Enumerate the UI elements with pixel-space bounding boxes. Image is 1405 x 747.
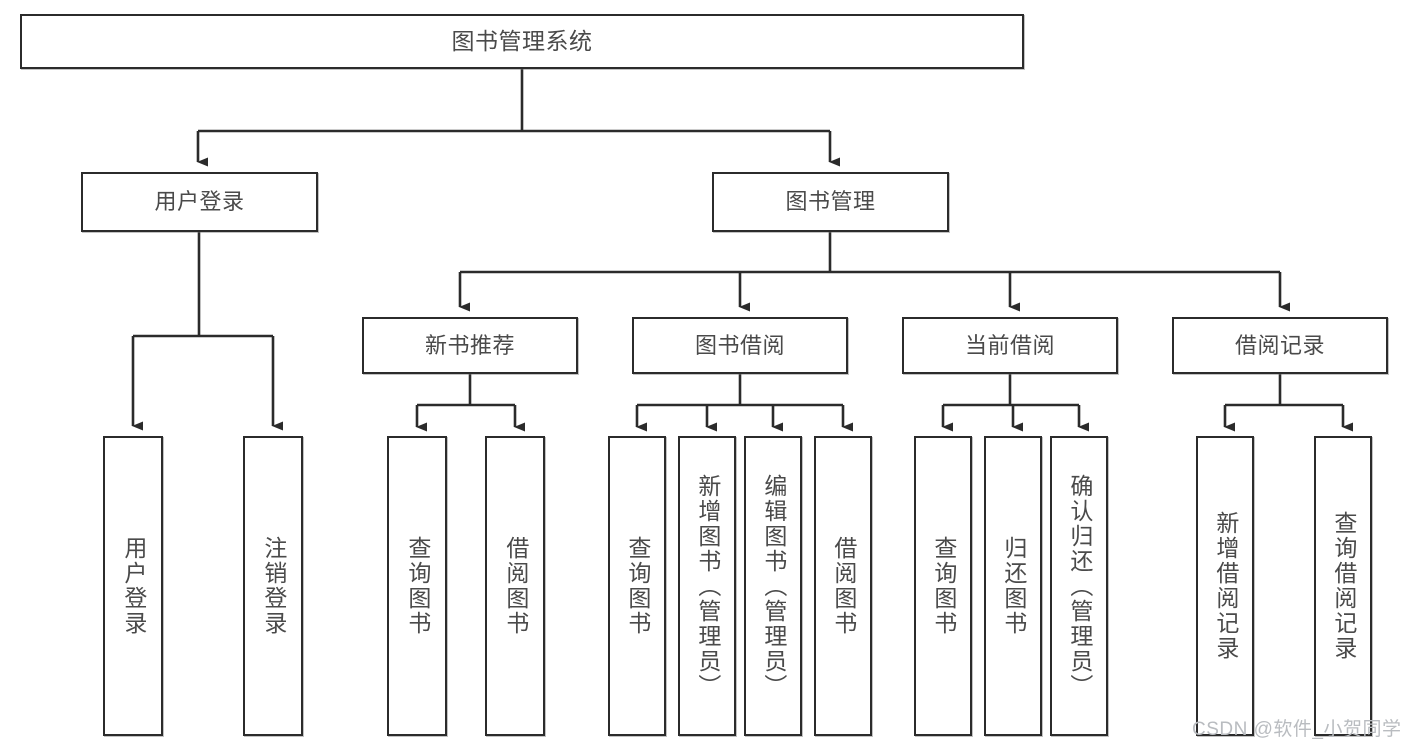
leaf-query-books-borrow-label: 查询图书 <box>624 536 651 636</box>
csdn-watermark: CSDN @软件_小贺同学 <box>1192 719 1402 740</box>
leaf-logout[interactable]: 注销登录 <box>243 436 303 736</box>
leaf-query-books-rec-label: 查询图书 <box>404 536 431 636</box>
node-book-management-label: 图书管理 <box>785 189 876 214</box>
node-current-borrow[interactable]: 当前借阅 <box>902 317 1118 374</box>
leaf-logout-label: 注销登录 <box>260 536 287 636</box>
node-new-book-recommend[interactable]: 新书推荐 <box>362 317 578 374</box>
leaf-return-books-label: 归还图书 <box>1000 536 1027 636</box>
node-current-borrow-label: 当前借阅 <box>964 332 1055 358</box>
leaf-confirm-return-admin[interactable]: 确认归还（管理员） <box>1050 436 1108 736</box>
leaf-borrow-books-borrow[interactable]: 借阅图书 <box>814 436 872 736</box>
node-new-book-recommend-label: 新书推荐 <box>424 332 515 358</box>
leaf-add-book-admin[interactable]: 新增图书（管理员） <box>678 436 736 736</box>
leaf-return-books[interactable]: 归还图书 <box>984 436 1042 736</box>
node-user-login[interactable]: 用户登录 <box>81 172 318 232</box>
leaf-borrow-books-borrow-label: 借阅图书 <box>830 536 857 636</box>
leaf-borrow-books-rec[interactable]: 借阅图书 <box>485 436 545 736</box>
leaf-user-login[interactable]: 用户登录 <box>103 436 163 736</box>
leaf-user-login-label: 用户登录 <box>120 536 147 636</box>
node-book-borrow[interactable]: 图书借阅 <box>632 317 848 374</box>
node-root[interactable]: 图书管理系统 <box>20 14 1024 69</box>
leaf-add-borrow-record-label: 新增借阅记录 <box>1212 511 1239 661</box>
leaf-add-book-admin-label: 新增图书（管理员） <box>694 473 721 699</box>
node-root-label: 图书管理系统 <box>451 28 593 54</box>
leaf-query-books-rec[interactable]: 查询图书 <box>387 436 447 736</box>
node-borrow-records-label: 借阅记录 <box>1234 332 1325 358</box>
leaf-edit-book-admin-label: 编辑图书（管理员） <box>760 473 787 699</box>
leaf-add-borrow-record[interactable]: 新增借阅记录 <box>1196 436 1254 736</box>
leaf-confirm-return-admin-label: 确认归还（管理员） <box>1066 473 1093 699</box>
leaf-borrow-books-rec-label: 借阅图书 <box>502 536 529 636</box>
leaf-query-borrow-record[interactable]: 查询借阅记录 <box>1314 436 1372 736</box>
node-user-login-label: 用户登录 <box>154 189 245 214</box>
node-book-borrow-label: 图书借阅 <box>694 332 785 358</box>
leaf-query-books-borrow[interactable]: 查询图书 <box>608 436 666 736</box>
node-book-management[interactable]: 图书管理 <box>712 172 949 232</box>
leaf-query-books-current[interactable]: 查询图书 <box>914 436 972 736</box>
node-borrow-records[interactable]: 借阅记录 <box>1172 317 1388 374</box>
leaf-query-books-current-label: 查询图书 <box>930 536 957 636</box>
leaf-query-borrow-record-label: 查询借阅记录 <box>1330 511 1357 661</box>
leaf-edit-book-admin[interactable]: 编辑图书（管理员） <box>744 436 802 736</box>
